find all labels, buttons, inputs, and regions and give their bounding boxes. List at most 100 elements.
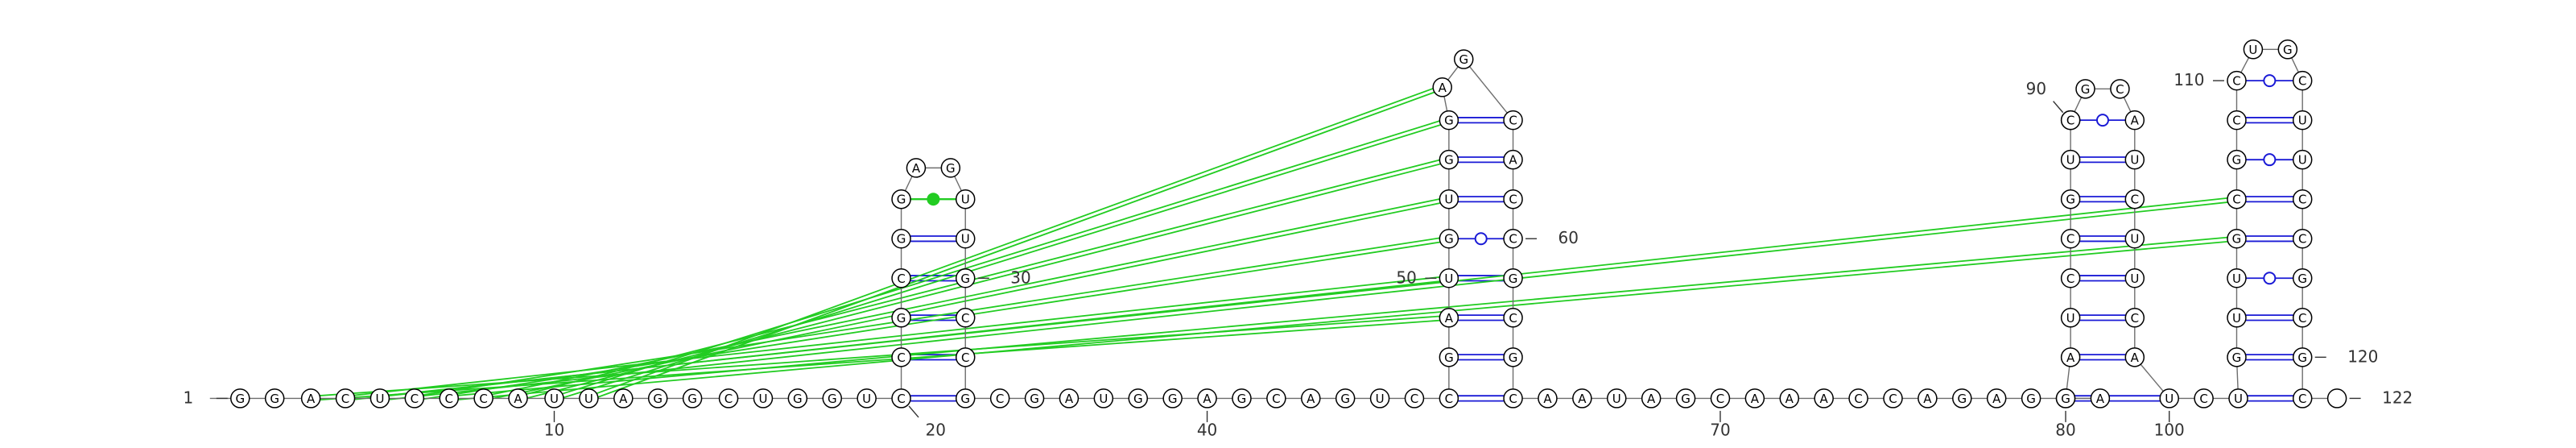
nucleotide-letter: G <box>1168 392 1178 406</box>
nucleotide: G <box>2055 388 2076 409</box>
nucleotide: C <box>891 388 911 409</box>
nucleotide-circle <box>369 388 390 409</box>
nucleotide-letter: U <box>584 392 593 406</box>
nucleotide-circle <box>2292 149 2313 170</box>
nucleotide-circle <box>2227 189 2247 209</box>
nucleotide: U <box>2228 388 2248 409</box>
pseudoknot-pair-line <box>483 196 1450 397</box>
nucleotide: G <box>1439 149 1459 170</box>
nucleotide: A <box>1572 388 1592 409</box>
nucleotide-circle <box>473 388 493 409</box>
nucleotide-letter: G <box>1030 392 1039 406</box>
pseudoknot-pair-line <box>379 196 2237 397</box>
nucleotide-letter: G <box>1681 392 1690 406</box>
nucleotide-circle <box>1848 388 1868 409</box>
nucleotide-letter: C <box>2066 114 2074 128</box>
nucleotide-letter: G <box>1459 52 1468 67</box>
nucleotide: G <box>2292 268 2313 288</box>
nucleotide-circle <box>1439 110 1459 131</box>
pseudoknot-pair-line <box>311 319 1449 401</box>
nucleotide-circle <box>955 268 976 288</box>
nucleotide-letter: C <box>2232 193 2240 207</box>
nucleotide: A <box>2124 347 2145 367</box>
nucleotide-circle <box>1503 149 1523 170</box>
nucleotide-letter: C <box>2131 193 2139 207</box>
nucleotide-letter: A <box>912 161 921 176</box>
nucleotide-letter: A <box>1543 392 1552 406</box>
nucleotide: C <box>1503 228 1523 249</box>
nucleotide: U <box>2292 110 2313 131</box>
nucleotide-letter: G <box>1444 153 1454 168</box>
nucleotide-letter: C <box>724 392 733 406</box>
nucleotide: U <box>369 388 390 409</box>
nucleotide-circle <box>955 347 976 367</box>
pseudoknot-pair-line <box>345 275 1449 397</box>
nucleotide-letter: G <box>1957 392 1967 406</box>
nucleotide-circle <box>753 388 774 409</box>
nucleotide: U <box>544 388 564 409</box>
nucleotide: G <box>2277 39 2298 60</box>
nucleotide-circle <box>1607 388 1627 409</box>
nucleotide-circle <box>1503 228 1523 249</box>
nucleotide-circle <box>989 388 1010 409</box>
nucleotide-letter: A <box>1992 392 2001 406</box>
nucleotide-letter: C <box>2066 272 2074 286</box>
nucleotide-letter: A <box>1439 81 1447 95</box>
nucleotide-letter: U <box>1444 193 1453 207</box>
nucleotide-circle <box>1641 388 1662 409</box>
nucleotide: G <box>1454 49 1474 69</box>
pseudoknot-pair-line <box>518 160 1450 401</box>
pseudoknot-pair-line <box>448 239 2237 401</box>
nucleotide-circle <box>404 388 425 409</box>
nucleotide-circle <box>891 189 911 209</box>
nucleotide-letter: G <box>1509 272 1518 286</box>
nucleotide-letter: G <box>1444 114 1454 128</box>
nucleotide-letter: U <box>2232 311 2241 326</box>
nucleotide: G <box>1162 388 1183 409</box>
nucleotide: G <box>1439 347 1459 367</box>
nucleotide-letter: G <box>687 392 697 406</box>
nucleotide: C <box>1883 388 1903 409</box>
nucleotide: G <box>647 388 668 409</box>
nucleotide-letter: G <box>1340 392 1350 406</box>
nucleotide: G <box>682 388 703 409</box>
nucleotide-circle <box>647 388 668 409</box>
nucleotide-letter: U <box>2232 272 2241 286</box>
nucleotide: U <box>1093 388 1114 409</box>
nucleotide-letter: C <box>1509 311 1517 326</box>
nucleotide: U <box>753 388 774 409</box>
nucleotide-letter: C <box>1509 193 1517 207</box>
nucleotide-circle <box>1432 77 1452 97</box>
nucleotide: C <box>2060 110 2081 131</box>
nucleotide: C <box>2227 110 2247 131</box>
nucleotide-letter: A <box>1751 392 1760 406</box>
nucleotide-circle <box>1439 268 1459 288</box>
nucleotide: C <box>335 388 356 409</box>
nucleotide: G <box>264 388 285 409</box>
nucleotide: A <box>1197 388 1217 409</box>
nucleotide-circle <box>544 388 564 409</box>
nucleotide-letter: G <box>2061 392 2070 406</box>
nucleotide-circle <box>1197 388 1217 409</box>
nucleotide-circle <box>906 158 927 178</box>
nucleotide-letter: U <box>1099 392 1108 406</box>
nucleotide-circle <box>822 388 843 409</box>
nucleotide: C <box>989 388 1010 409</box>
nucleotide-letter: G <box>2232 153 2242 168</box>
nucleotide: U <box>1369 388 1390 409</box>
nucleotide-circle <box>2292 308 2313 328</box>
nucleotide-circle <box>1503 388 1523 409</box>
nucleotide-circle <box>2060 228 2081 249</box>
nucleotide-letter: C <box>2298 74 2306 89</box>
nucleotide-letter: A <box>2131 114 2140 128</box>
nucleotide-letter: C <box>2298 311 2306 326</box>
nucleotide-circle <box>2292 347 2313 367</box>
nucleotide-circle <box>1439 388 1459 409</box>
position-label: 60 <box>1558 228 1579 247</box>
nucleotide-circle <box>1162 388 1183 409</box>
nucleotide-circle <box>2227 268 2247 288</box>
position-label: 1 <box>184 388 194 407</box>
nucleotide: G <box>2075 79 2095 99</box>
nucleotide: G <box>1335 388 1356 409</box>
nucleotide-circle <box>508 388 528 409</box>
